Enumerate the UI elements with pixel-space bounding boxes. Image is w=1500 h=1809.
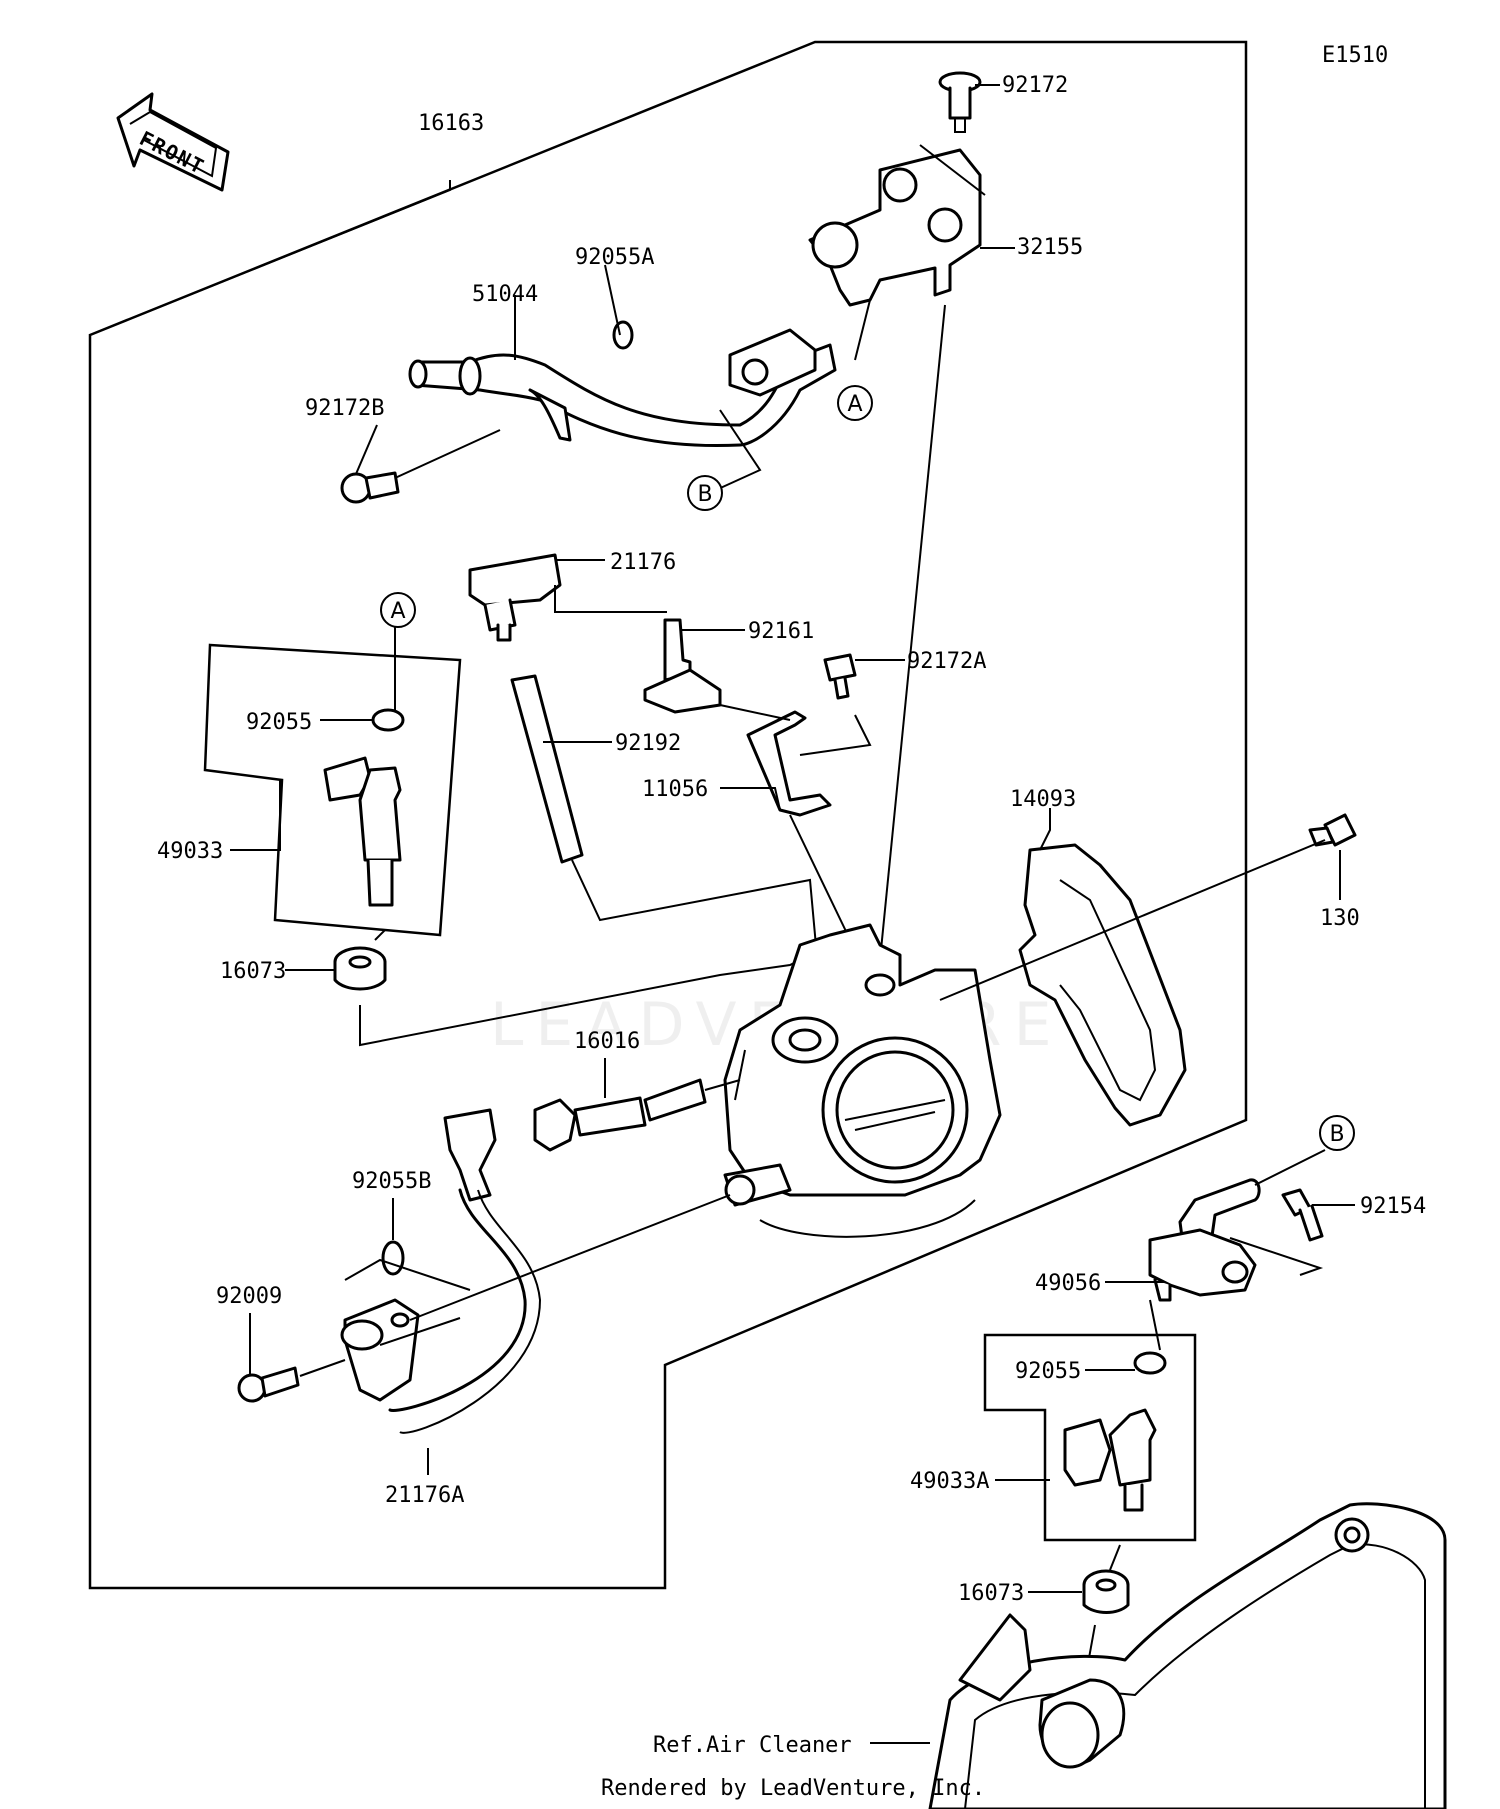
hose-92192-drawing bbox=[510, 674, 584, 864]
part-label-92154: 92154 bbox=[1360, 1194, 1426, 1219]
injector-49033A-box bbox=[983, 1333, 1197, 1542]
bolt-92009-drawing bbox=[237, 1366, 300, 1403]
sensor-21176-drawing bbox=[468, 553, 562, 642]
fitting-92161-drawing bbox=[643, 618, 722, 714]
reference-label: Ref.Air Cleaner bbox=[653, 1733, 852, 1758]
part-label-49056: 49056 bbox=[1035, 1271, 1101, 1296]
part-label-32155: 32155 bbox=[1017, 235, 1083, 260]
bracket-32155-drawing bbox=[808, 144, 986, 307]
screw-92172-drawing bbox=[938, 71, 982, 133]
front-direction-arrow-icon: FRONT bbox=[116, 92, 230, 192]
injector-49033-drawing bbox=[323, 756, 402, 907]
part-label-92192: 92192 bbox=[615, 731, 681, 756]
part-label-16073-right: 16073 bbox=[958, 1581, 1024, 1606]
elbow-49056-drawing bbox=[1148, 1178, 1261, 1302]
callout-b-top: B bbox=[687, 475, 723, 511]
throttle-body-drawing bbox=[723, 923, 1002, 1238]
part-label-16163: 16163 bbox=[418, 111, 484, 136]
part-label-92172: 92172 bbox=[1002, 73, 1068, 98]
part-label-11056: 11056 bbox=[642, 777, 708, 802]
part-label-16073-left: 16073 bbox=[220, 959, 286, 984]
svg-text:B: B bbox=[1329, 1122, 1344, 1147]
part-label-14093: 14093 bbox=[1010, 787, 1076, 812]
diagram-code: E1510 bbox=[1322, 43, 1388, 68]
oring-92055A-drawing bbox=[612, 320, 634, 350]
oring-92055-right-drawing bbox=[1133, 1351, 1167, 1375]
part-label-49033A: 49033A bbox=[910, 1469, 989, 1494]
screw-92172A-drawing bbox=[823, 653, 857, 700]
callout-b-right: B bbox=[1319, 1115, 1355, 1151]
oring-92055B-drawing bbox=[381, 1240, 405, 1276]
part-label-16016: 16016 bbox=[574, 1029, 640, 1054]
idle-screw-16016-drawing bbox=[533, 1078, 707, 1152]
delivery-pipe-51044-drawing bbox=[408, 328, 837, 448]
bolt-92172B-drawing bbox=[340, 471, 400, 504]
svg-text:A: A bbox=[390, 599, 405, 624]
part-label-21176A: 21176A bbox=[385, 1483, 464, 1508]
assembly-frame bbox=[88, 40, 1248, 1590]
part-label-51044: 51044 bbox=[472, 282, 538, 307]
part-label-21176: 21176 bbox=[610, 550, 676, 575]
part-label-92172B: 92172B bbox=[305, 396, 384, 421]
callout-a-left: A bbox=[380, 592, 416, 628]
injector-49033-box bbox=[203, 643, 462, 937]
part-label-92009: 92009 bbox=[216, 1284, 282, 1309]
oring-92055-left-drawing bbox=[371, 708, 405, 732]
bolt-130-drawing bbox=[1308, 813, 1357, 847]
svg-text:B: B bbox=[697, 482, 712, 507]
gasket-14093-drawing bbox=[1018, 843, 1187, 1127]
injector-49033A-drawing bbox=[1063, 1408, 1157, 1512]
part-label-92055B: 92055B bbox=[352, 1169, 431, 1194]
air-cleaner-reference-drawing bbox=[928, 1502, 1447, 1809]
clamp-11056-drawing bbox=[746, 710, 856, 951]
part-label-49033: 49033 bbox=[157, 839, 223, 864]
sensor-21176A-drawing bbox=[340, 1108, 542, 1434]
part-label-130: 130 bbox=[1320, 906, 1360, 931]
part-label-92161: 92161 bbox=[748, 619, 814, 644]
screw-92154-drawing bbox=[1281, 1188, 1324, 1242]
grommet-16073-right-drawing bbox=[1082, 1569, 1130, 1614]
grommet-16073-left-drawing bbox=[333, 946, 387, 991]
svg-text:A: A bbox=[847, 392, 862, 417]
callout-a-top: A bbox=[837, 385, 873, 421]
footer-credit: Rendered by LeadVenture, Inc. bbox=[601, 1776, 985, 1801]
part-label-92055-left: 92055 bbox=[246, 710, 312, 735]
part-label-92055A: 92055A bbox=[575, 245, 654, 270]
part-label-92055-right: 92055 bbox=[1015, 1359, 1081, 1384]
part-label-92172A: 92172A bbox=[907, 649, 986, 674]
